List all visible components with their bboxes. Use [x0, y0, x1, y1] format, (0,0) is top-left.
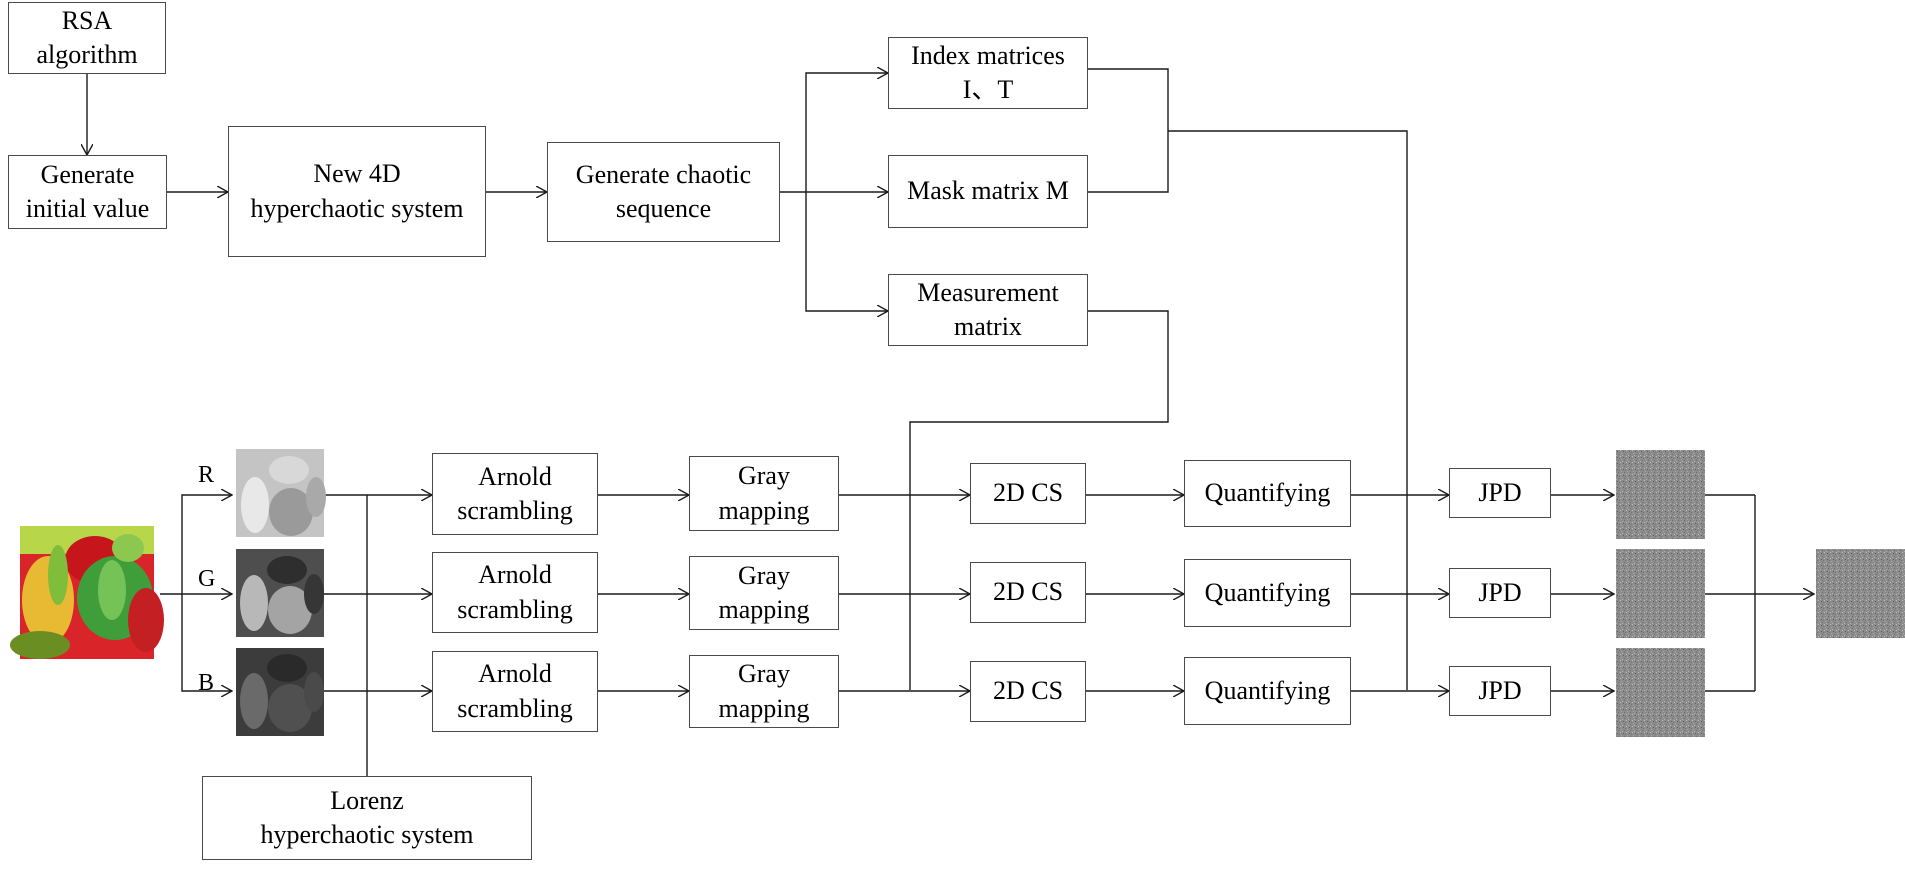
jpd-box-b: JPD — [1449, 666, 1551, 716]
color-peppers-image — [10, 526, 164, 659]
generate-initial-value-box: Generate initial value — [8, 155, 167, 229]
quantifying-box-b: Quantifying — [1184, 657, 1351, 725]
channel-label-b: B — [198, 670, 215, 696]
lorenz-hyperchaotic-box: Lorenz hyperchaotic system — [202, 776, 532, 860]
cs-2d-box-g: 2D CS — [970, 562, 1086, 623]
gray-mapping-box-b: Gray mapping — [689, 655, 839, 728]
index-matrices-box: Index matrices I、T — [888, 37, 1088, 109]
jpd-box-r: JPD — [1449, 468, 1551, 518]
green-channel-grayscale-image — [236, 549, 324, 637]
quantifying-box-r: Quantifying — [1184, 460, 1351, 527]
gray-mapping-box-r: Gray mapping — [689, 456, 839, 531]
cs-2d-box-r: 2D CS — [970, 463, 1086, 524]
gray-mapping-box-g: Gray mapping — [689, 556, 839, 630]
channel-label-g: G — [198, 566, 216, 592]
jpd-box-g: JPD — [1449, 568, 1551, 618]
generate-chaotic-sequence-box: Generate chaotic sequence — [547, 142, 780, 242]
arnold-scrambling-box-r: Arnold scrambling — [432, 453, 598, 535]
arnold-scrambling-box-g: Arnold scrambling — [432, 552, 598, 633]
arnold-scrambling-box-b: Arnold scrambling — [432, 651, 598, 732]
channel-label-r: R — [198, 462, 215, 488]
cipher-image-g — [1616, 549, 1705, 638]
blue-channel-grayscale-image — [236, 648, 324, 736]
measurement-matrix-box: Measurement matrix — [888, 274, 1088, 346]
final-cipher-image — [1816, 549, 1905, 638]
rsa-algorithm-box: RSA algorithm — [8, 2, 166, 74]
new-4d-hyperchaotic-box: New 4D hyperchaotic system — [228, 126, 486, 257]
quantifying-box-g: Quantifying — [1184, 559, 1351, 627]
cipher-image-b — [1616, 648, 1705, 737]
cipher-image-r — [1616, 450, 1705, 539]
cs-2d-box-b: 2D CS — [970, 661, 1086, 722]
red-channel-grayscale-image — [236, 449, 326, 537]
mask-matrix-box: Mask matrix M — [888, 155, 1088, 228]
